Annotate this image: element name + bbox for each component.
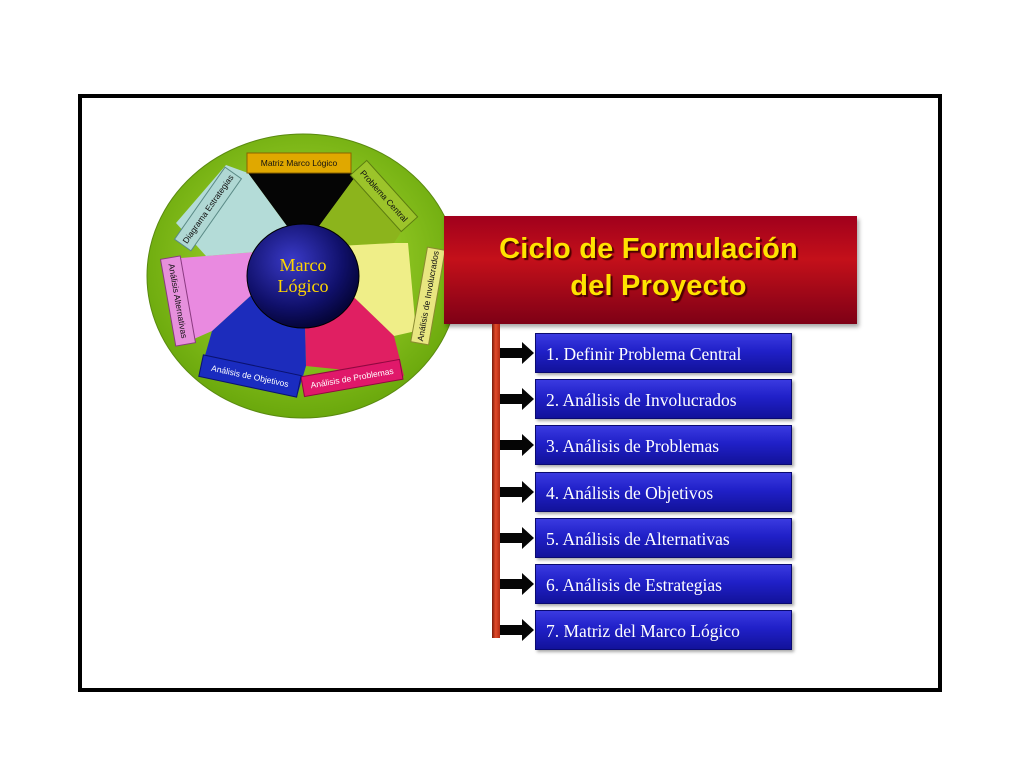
step-1-definir-problema-central: 1. Definir Problema Central — [535, 333, 792, 373]
step-7-matriz-marco-logico: 7. Matriz del Marco Lógico — [535, 610, 792, 650]
arrow-icon — [500, 481, 534, 503]
arrow-icon — [500, 388, 534, 410]
arrow-icon — [500, 434, 534, 456]
hub-label-line2: Lógico — [278, 276, 329, 296]
title-line-1: Ciclo de Formulación — [499, 233, 798, 265]
step-label: 6. Análisis de Estrategias — [546, 575, 722, 595]
step-6-analisis-estrategias: 6. Análisis de Estrategias — [535, 564, 792, 604]
step-3-analisis-problemas: 3. Análisis de Problemas — [535, 425, 792, 465]
step-4-analisis-objetivos: 4. Análisis de Objetivos — [535, 472, 792, 512]
step-label: 5. Análisis de Alternativas — [546, 529, 730, 549]
wheel-hub — [246, 223, 360, 329]
seg-label-0: Matriz Marco Lógico — [261, 158, 338, 168]
marco-logico-wheel: Matriz Marco Lógico Problema Central Aná… — [146, 133, 460, 419]
plate-matriz-marco-logico: Matriz Marco Lógico — [246, 152, 352, 174]
title-line-2: del Proyecto — [570, 270, 747, 302]
flow-spine — [492, 324, 500, 638]
arrow-icon — [500, 619, 534, 641]
step-5-analisis-alternativas: 5. Análisis de Alternativas — [535, 518, 792, 558]
step-2-analisis-involucrados: 2. Análisis de Involucrados — [535, 379, 792, 419]
wedge-problema-central — [303, 173, 408, 248]
arrow-icon — [500, 527, 534, 549]
step-label: 4. Análisis de Objetivos — [546, 483, 714, 503]
step-label: 2. Análisis de Involucrados — [546, 390, 737, 410]
wedge-matriz-marco-logico — [248, 173, 358, 248]
step-label: 3. Análisis de Problemas — [546, 436, 720, 456]
step-label: 7. Matriz del Marco Lógico — [546, 621, 740, 641]
title-banner: Ciclo de Formulación del Proyecto — [444, 216, 857, 324]
arrow-icon — [500, 342, 534, 364]
hub-label-line1: Marco — [280, 255, 327, 275]
step-label: 1. Definir Problema Central — [546, 344, 742, 364]
plate-analisis-alternativas: Análisis Alternativas — [159, 255, 197, 347]
arrow-icon — [500, 573, 534, 595]
